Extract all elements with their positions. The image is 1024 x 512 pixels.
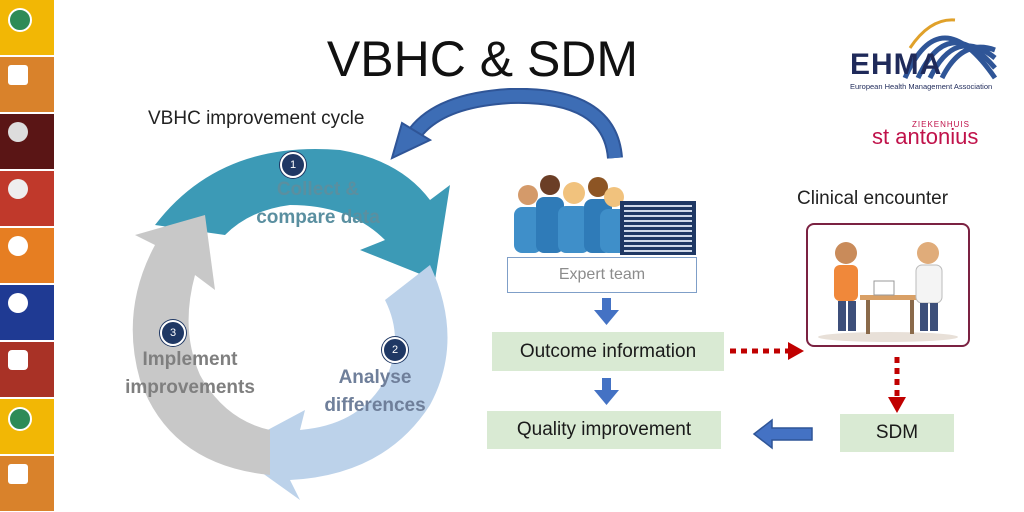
ehma-name: EHMA [850,48,943,81]
sidebar-tile-tooth [0,228,54,283]
down-arrow-2 [594,378,619,405]
ehma-fullname: European Health Management Association [850,82,993,91]
down-arrow-1 [594,298,619,325]
expert-team-box: Expert team [507,257,697,293]
nurse-group [514,175,628,253]
puzzle-icon [8,464,28,484]
coin-icon [8,122,28,142]
network-icon [8,293,28,313]
sidebar-tile-globe-2 [0,399,54,454]
cycle-subtitle: VBHC improvement cycle [148,108,365,129]
step-2-line1: Analyse [338,367,412,388]
sidebar-tile-network [0,285,54,340]
sidebar-tile-puzzle [0,57,54,112]
phone-icon [8,350,28,370]
coin-icon [8,179,28,199]
clinical-encounter-label: Clinical encounter [797,188,949,209]
cycle-segment-collect [155,148,450,280]
globe-icon [8,407,32,431]
step-1-line1: Collect & [276,179,360,200]
globe-icon [8,8,32,32]
step-2-badge: 2 [382,337,408,363]
red-dashed-arrow-right [730,342,804,360]
sdm-box: SDM [840,414,954,452]
step-1-badge: 1 [280,152,306,178]
sidebar-tile-coin-2 [0,171,54,226]
doctor-patient-illustration [818,242,958,342]
left-arrow [752,418,813,450]
hospital-name: st antonius [872,124,979,149]
puzzle-icon [8,65,28,85]
red-dashed-arrow-down [888,357,906,413]
sidebar-tile-puzzle-2 [0,456,54,511]
ehma-arcs-logo [902,18,998,80]
sidebar-tile-coin [0,114,54,169]
hospital-small-label: ZIEKENHUIS [912,120,971,129]
outcome-information-box: Outcome information [492,332,724,371]
page-title: VBHC & SDM [326,31,639,87]
step-2-label: Analyse differences [300,364,450,420]
quality-improvement-box: Quality improvement [487,411,721,449]
step-1-line2: compare data [256,207,380,228]
clinical-encounter-frame [806,223,970,347]
step-2-line2: differences [324,395,426,416]
sidebar-tile-phone [0,342,54,397]
cycle-segment-analyse [230,265,448,500]
sidebar [0,0,54,512]
step-3-line1: Implement [142,349,238,370]
step-3-badge: 3 [160,320,186,346]
feedback-curved-arrow [390,88,623,160]
cycle-segment-implement [132,215,270,475]
sidebar-tile-globe [0,0,54,55]
step-1-label: Collect & compare data [238,176,398,232]
step-3-line2: improvements [125,377,255,398]
expert-team-illustration [514,175,696,255]
step-3-label: Implement improvements [110,346,270,402]
tooth-icon [8,236,28,256]
improvement-cycle [132,148,450,500]
